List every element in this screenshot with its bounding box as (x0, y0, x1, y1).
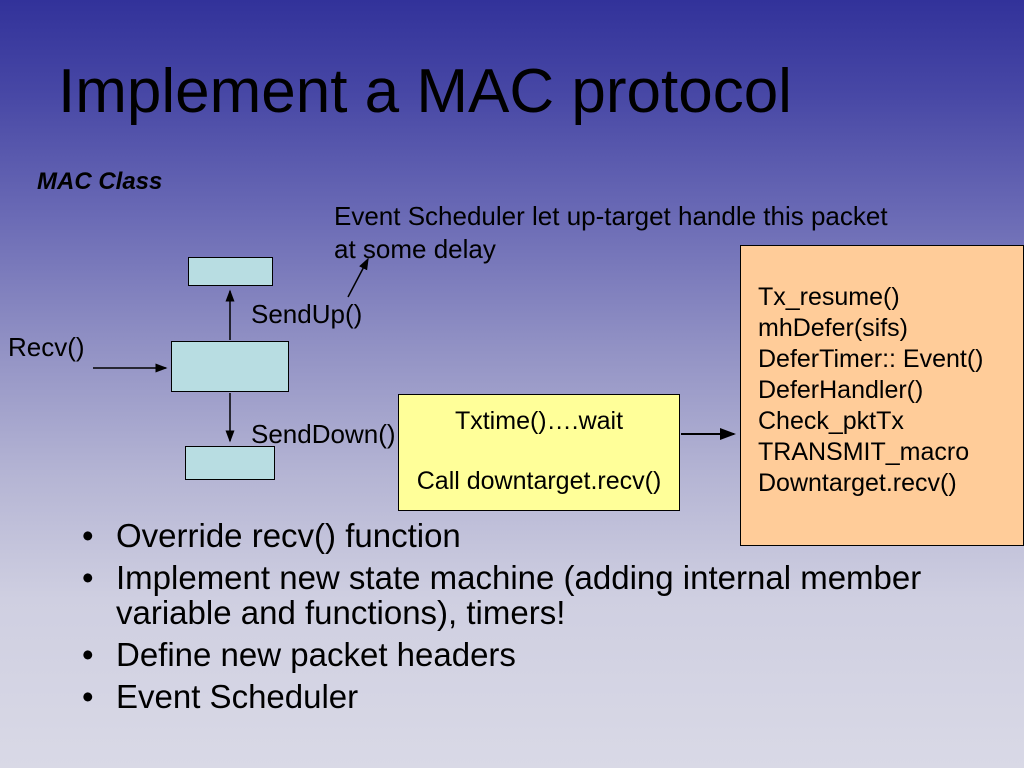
tx-function-line: DeferHandler() (758, 376, 924, 404)
txtime-line: Txtime()….wait (454, 407, 624, 435)
downtarget-box (185, 446, 275, 480)
bullet-text: Override recv() function (116, 517, 461, 554)
bullet-item: • Event Scheduler (82, 679, 966, 714)
event-scheduler-annotation: Event Scheduler let up-target handle thi… (334, 201, 888, 264)
tx-function-line: mhDefer(sifs) (758, 314, 909, 342)
bullet-item: • Define new packet headers (82, 637, 966, 672)
tx-function-line: Downtarget.recv() (758, 469, 957, 497)
senddown-label: SendDown() (251, 419, 396, 449)
mac-state-box (171, 341, 289, 392)
txtime-box: Txtime()….wait Call downtarget.recv() (398, 394, 680, 511)
bullet-item: • Implement new state machine (adding in… (82, 560, 966, 630)
bullet-marker: • (82, 678, 94, 715)
bullet-text: Event Scheduler (116, 678, 359, 715)
tx-function-line: Check_pktTx (758, 407, 904, 435)
tx-function-line: TRANSMIT_macro (758, 438, 970, 466)
tx-function-line: Tx_resume() (758, 283, 900, 311)
uptarget-box (188, 257, 273, 286)
bullet-marker: • (82, 517, 94, 554)
bullet-item: • Override recv() function (82, 518, 966, 553)
call-downtarget-line: Call downtarget.recv() (416, 467, 662, 495)
bullet-list: • Override recv() function • Implement n… (82, 518, 966, 721)
sendup-label: SendUp() (251, 299, 363, 329)
slide-title: Implement a MAC protocol (58, 57, 792, 126)
recv-label: Recv() (8, 332, 85, 362)
tx-functions-box: Tx_resume() mhDefer(sifs) DeferTimer:: E… (740, 245, 1024, 546)
bullet-text: Define new packet headers (116, 636, 516, 673)
bullet-text: Implement new state machine (adding inte… (116, 559, 922, 631)
mac-class-label: MAC Class (37, 168, 163, 195)
bullet-marker: • (82, 636, 94, 673)
tx-function-line: DeferTimer:: Event() (758, 345, 984, 373)
bullet-marker: • (82, 559, 94, 596)
